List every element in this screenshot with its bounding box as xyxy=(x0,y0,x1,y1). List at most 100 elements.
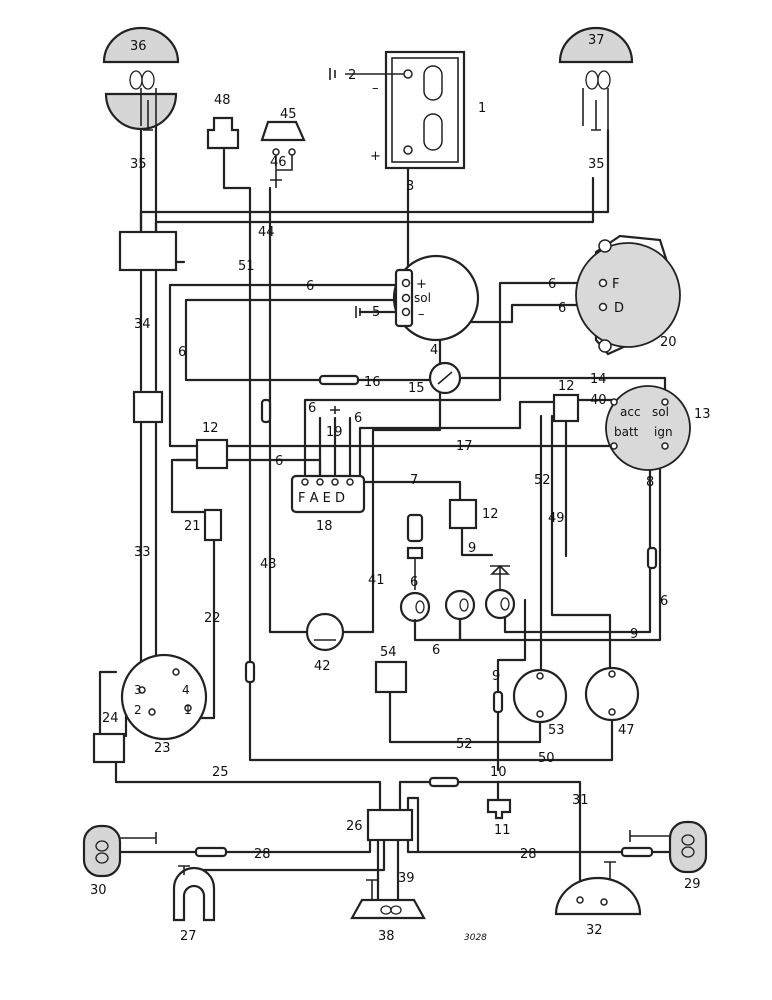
wire-27 xyxy=(196,838,386,882)
component-27 xyxy=(172,865,216,922)
label-37: 37 xyxy=(588,33,605,48)
label-16: 16 xyxy=(364,375,381,390)
wire-top-harness-2 xyxy=(154,176,595,242)
label-45: 45 xyxy=(280,107,297,122)
solenoid-plus-label: + xyxy=(416,277,427,292)
label-28b: 28 xyxy=(520,847,537,862)
label-11: 11 xyxy=(494,823,511,838)
label-8: 8 xyxy=(646,475,654,490)
dynamo xyxy=(575,234,681,356)
wire-51 xyxy=(222,148,614,762)
horn xyxy=(260,120,306,188)
gauge-53 xyxy=(512,668,568,724)
lamp-pin-4-label: 4 xyxy=(182,683,190,697)
label-2: 2 xyxy=(348,68,356,83)
battery-neg-label: – xyxy=(372,81,379,96)
label-6e: 6 xyxy=(308,401,316,416)
label-48: 48 xyxy=(214,93,231,108)
label-36: 36 xyxy=(130,39,147,54)
wire-52 xyxy=(539,414,568,674)
earth-19 xyxy=(330,406,340,414)
switch-15 xyxy=(428,361,462,395)
label-12c: 12 xyxy=(482,507,499,522)
switch-batt-label: batt xyxy=(614,425,639,439)
label-46: 46 xyxy=(270,155,287,170)
wire-49 xyxy=(550,414,612,674)
lamp-29 xyxy=(629,820,708,874)
wires xyxy=(98,124,672,902)
label-33: 33 xyxy=(134,545,151,560)
label-18: 18 xyxy=(316,519,333,534)
wire-26-up xyxy=(406,796,420,854)
label-53: 53 xyxy=(548,723,565,738)
label-13: 13 xyxy=(694,407,711,422)
headlamp-right xyxy=(558,26,634,131)
dynamo-f-label: F xyxy=(612,277,619,292)
wire-9-lower xyxy=(496,598,527,772)
fuse-block-label: F A E D xyxy=(298,491,345,506)
lamp-32 xyxy=(554,861,642,916)
wire-9-right xyxy=(503,453,652,634)
label-6c: 6 xyxy=(548,277,556,292)
solenoid-minus-label: – xyxy=(418,307,425,322)
label-6g: 6 xyxy=(275,454,283,469)
lamp-pin-1-label: 1 xyxy=(184,703,192,717)
label-51: 51 xyxy=(238,259,255,274)
switch-acc-label: acc xyxy=(620,405,641,419)
label-21: 21 xyxy=(184,519,201,534)
label-1: 1 xyxy=(478,101,486,116)
labels: 1 2 3 4 5 6 6 6 6 6 6 6 6 6 6 7 8 9 9 9 … xyxy=(90,33,711,944)
label-29: 29 xyxy=(684,877,701,892)
label-9c: 9 xyxy=(492,669,500,684)
panel-lamps xyxy=(399,513,516,642)
battery-pos-label: + xyxy=(370,149,381,164)
label-54: 54 xyxy=(380,645,397,660)
label-52a: 52 xyxy=(534,473,551,488)
label-22: 22 xyxy=(204,611,221,626)
lamp-socket-23 xyxy=(120,653,208,741)
label-27: 27 xyxy=(180,929,197,944)
junction-12-left xyxy=(195,438,229,470)
wire-44-43 xyxy=(268,186,312,634)
label-49: 49 xyxy=(548,511,565,526)
label-47: 47 xyxy=(618,723,635,738)
label-39: 39 xyxy=(398,871,415,886)
label-5: 5 xyxy=(372,305,380,320)
label-30: 30 xyxy=(90,883,107,898)
label-3: 3 xyxy=(406,179,414,194)
label-19: 19 xyxy=(326,425,343,440)
wire-top-harness xyxy=(139,128,610,242)
label-42: 42 xyxy=(314,659,331,674)
wire-6-dyn-f xyxy=(303,281,600,480)
label-35a: 35 xyxy=(130,157,147,172)
wire-52-lower xyxy=(388,688,542,744)
flasher-unit xyxy=(366,808,414,842)
label-50: 50 xyxy=(538,751,555,766)
label-10: 10 xyxy=(490,765,507,780)
label-12b: 12 xyxy=(558,379,575,394)
label-17: 17 xyxy=(456,439,473,454)
junction-34-33 xyxy=(132,390,164,424)
switch-ign-label: ign xyxy=(654,425,673,439)
component-54 xyxy=(374,660,408,694)
label-52b: 52 xyxy=(456,737,473,752)
component-24 xyxy=(92,732,126,764)
label-28a: 28 xyxy=(254,847,271,862)
ignition-switch xyxy=(605,385,691,471)
label-7: 7 xyxy=(410,473,418,488)
wire-25 xyxy=(114,760,382,814)
label-9b: 9 xyxy=(630,627,638,642)
label-6f: 6 xyxy=(354,411,362,426)
label-6j: 6 xyxy=(660,594,668,609)
headlamp-left xyxy=(102,26,180,131)
drawing-reference: 3028 xyxy=(464,933,487,943)
wire-12ur xyxy=(358,400,556,480)
lamp-pin-3-label: 3 xyxy=(134,683,142,697)
earth-solenoid xyxy=(355,306,361,318)
component-11 xyxy=(486,798,512,820)
label-24: 24 xyxy=(102,711,119,726)
wire-9-12 xyxy=(460,526,494,557)
starter-solenoid xyxy=(392,254,480,342)
